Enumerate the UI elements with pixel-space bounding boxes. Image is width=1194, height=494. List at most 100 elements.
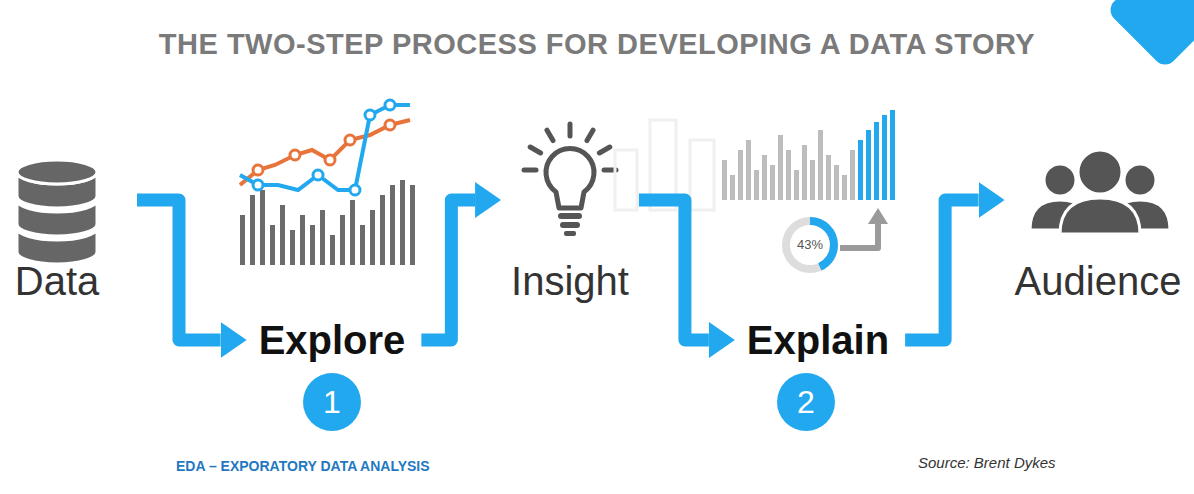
bar-chart [858, 140, 863, 200]
bulb-icon [564, 231, 576, 236]
line-bar-chart [313, 170, 323, 180]
line-bar-chart [365, 110, 375, 120]
line-bar-chart [253, 165, 263, 175]
bar-chart [615, 110, 895, 269]
line-bar-chart [253, 180, 263, 190]
line-bar-chart [330, 235, 335, 265]
line-bar-chart [260, 190, 265, 265]
step-label: Insight [507, 258, 633, 304]
bulb-icon [524, 124, 616, 236]
bulb-icon [524, 168, 536, 173]
line-bar-chart [350, 185, 360, 195]
audience-icon [1060, 198, 1140, 234]
step-label: Explore [255, 317, 410, 363]
bulb-icon [546, 149, 594, 208]
step-label: Data [7, 258, 107, 304]
bulb-icon [587, 130, 593, 140]
line-bar-chart [345, 135, 355, 145]
line-bar-chart [370, 210, 375, 265]
bar-chart [866, 130, 871, 200]
bulb-icon [558, 213, 582, 219]
flow-arrow [639, 200, 709, 340]
line-bar-chart [350, 200, 355, 265]
line-bar-chart [240, 120, 410, 185]
corner-shape [1106, 0, 1194, 69]
line-bar-chart [300, 215, 305, 265]
bar-chart [802, 145, 807, 200]
bar-chart [690, 140, 714, 210]
line-bar-chart [325, 155, 335, 165]
bar-chart [882, 115, 887, 200]
audience-icon [1124, 164, 1156, 196]
step-number-text: 1 [323, 384, 341, 421]
bar-chart [770, 165, 775, 200]
bulb-icon [599, 147, 609, 153]
line-bar-chart [390, 185, 395, 265]
bar-chart [730, 175, 735, 200]
corner-shape [1106, 0, 1194, 69]
flow-arrow [905, 200, 978, 340]
line-bar-chart [380, 195, 385, 265]
line-bar-chart [290, 230, 295, 265]
bar-chart [850, 150, 855, 200]
line-bar-chart [360, 225, 365, 265]
bar-chart [754, 170, 759, 200]
bar-chart [890, 110, 895, 200]
bar-chart [762, 155, 767, 200]
line-bar-chart [240, 180, 415, 265]
line-bar-chart [253, 120, 395, 175]
step-number: 2 [777, 373, 835, 431]
step-number-text: 2 [797, 384, 815, 421]
line-bar-chart [385, 120, 395, 130]
audience-step: Audience [1011, 140, 1186, 304]
process-step: Explore [255, 317, 410, 363]
bar-chart [786, 221, 834, 269]
step-label: Explain [743, 317, 893, 363]
bar-chart [722, 160, 727, 200]
bar-chart [858, 110, 895, 200]
bulb-icon [568, 124, 573, 136]
audience-icon [1078, 150, 1122, 194]
database-icon [17, 160, 97, 184]
bar-chart [842, 175, 847, 200]
bar-chart [615, 150, 637, 210]
bar-chart [794, 170, 799, 200]
bar-chart [786, 150, 791, 200]
bar-chart [834, 165, 839, 200]
bulb-icon [547, 130, 553, 140]
percent-value: 43% [797, 238, 823, 253]
step-number: 1 [303, 373, 361, 431]
bar-chart [722, 130, 855, 200]
line-bar-chart [410, 185, 415, 265]
insight-step: Insight [507, 128, 633, 304]
bar-chart [738, 150, 743, 200]
bar-chart [810, 160, 815, 200]
step-label: Audience [1011, 258, 1186, 304]
line-bar-chart [310, 225, 315, 265]
database-icon [17, 160, 97, 264]
line-bar-chart [240, 215, 245, 265]
flow-arrow [137, 200, 221, 340]
line-bar-chart [340, 215, 345, 265]
line-bar-chart [250, 195, 255, 265]
process-step: Explain [743, 317, 893, 363]
line-bar-chart [240, 100, 415, 265]
line-bar-chart [400, 180, 405, 265]
bar-chart [786, 221, 834, 269]
line-bar-chart [240, 105, 410, 190]
data-step: Data [7, 158, 107, 304]
line-bar-chart [253, 100, 395, 195]
flow-arrow [421, 200, 475, 340]
bar-chart [746, 140, 751, 200]
footnote: EDA – EXPORATORY DATA ANALYSIS [176, 458, 430, 474]
audience-icon [1044, 164, 1076, 196]
line-bar-chart [320, 210, 325, 265]
bar-chart [778, 135, 783, 200]
bulb-icon [560, 222, 580, 228]
diagram-title: THE TWO-STEP PROCESS FOR DEVELOPING A DA… [0, 28, 1194, 61]
bar-chart [818, 130, 823, 200]
line-bar-chart [280, 205, 285, 265]
bar-chart [868, 208, 888, 224]
line-bar-chart [290, 150, 300, 160]
